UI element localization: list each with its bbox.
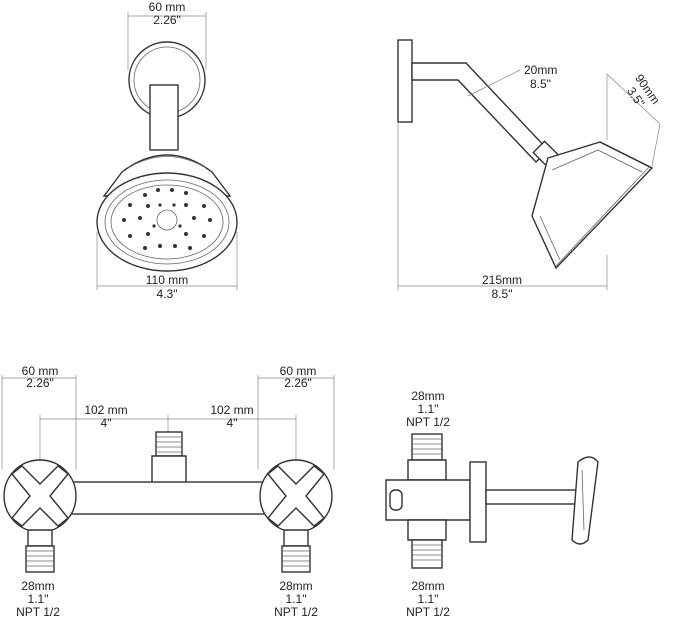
side-escutcheon	[469, 461, 487, 543]
side-wall-flange	[397, 39, 413, 123]
right-inlet-size: 28mm	[279, 579, 312, 593]
right-inlet-thread-label: NPT 1/2	[274, 605, 318, 619]
bottom-inlet-thread-label: NPT 1/2	[406, 605, 450, 619]
valve-side-view: 28mm 1.1" NPT 1/2 28mm 1.1" NPT 1/2	[385, 389, 599, 619]
left-span-imperial: 4"	[101, 416, 112, 430]
side-length-imperial: 8.5"	[492, 287, 513, 301]
left-inlet-thread	[25, 545, 55, 573]
top-outlet-size: 28mm	[411, 389, 444, 403]
bottom-inlet-size: 28mm	[411, 579, 444, 593]
side-head-body	[531, 141, 654, 270]
head-bottom-width-imperial: 4.3"	[157, 287, 178, 301]
side-handle[interactable]	[571, 456, 599, 545]
side-bottom-thread	[411, 539, 443, 569]
right-inlet-imperial: 1.1"	[286, 592, 307, 606]
shower-arm	[149, 84, 179, 151]
top-outlet-imperial: 1.1"	[418, 402, 439, 416]
left-span-metric: 102 mm	[84, 403, 127, 417]
side-arm-metric: 20mm	[524, 63, 557, 77]
shower-head-front-view: 60 mm 2.26" 110 mm 4.3"	[96, 0, 238, 301]
right-handle-imperial: 2.26"	[284, 376, 312, 390]
head-bottom-width-metric: 110 mm	[146, 273, 188, 287]
left-inlet-size: 28mm	[21, 579, 54, 593]
right-span-metric: 102 mm	[210, 403, 253, 417]
left-inlet-thread-label: NPT 1/2	[16, 605, 60, 619]
right-span-imperial: 4"	[227, 416, 238, 430]
right-inlet-thread	[281, 545, 311, 573]
top-outlet-thread-label: NPT 1/2	[406, 415, 450, 429]
bottom-inlet-imperial: 1.1"	[418, 592, 439, 606]
shower-head-side-view: 20mm 8.5" 90mm 3.5" 215mm 8.5"	[397, 39, 663, 301]
side-length-metric: 215mm	[482, 273, 522, 287]
valve-front-view: 60 mm 2.26" 60 mm 2.26" 102 mm 4" 102 mm…	[1, 364, 335, 619]
head-top-width-imperial: 2.26"	[153, 13, 181, 27]
side-stem	[485, 489, 579, 505]
side-top-thread	[411, 433, 443, 461]
left-handle-imperial: 2.26"	[26, 376, 54, 390]
head-top-width-metric: 60 mm	[149, 0, 186, 14]
spray-nozzles	[122, 188, 212, 250]
right-handle-metric: 60 mm	[280, 364, 317, 378]
head-face	[96, 172, 238, 272]
side-arm-imperial: 8.5"	[530, 77, 551, 91]
left-inlet-imperial: 1.1"	[28, 592, 49, 606]
side-arm	[411, 62, 549, 164]
left-handle-metric: 60 mm	[22, 364, 59, 378]
valve-body	[71, 481, 269, 515]
